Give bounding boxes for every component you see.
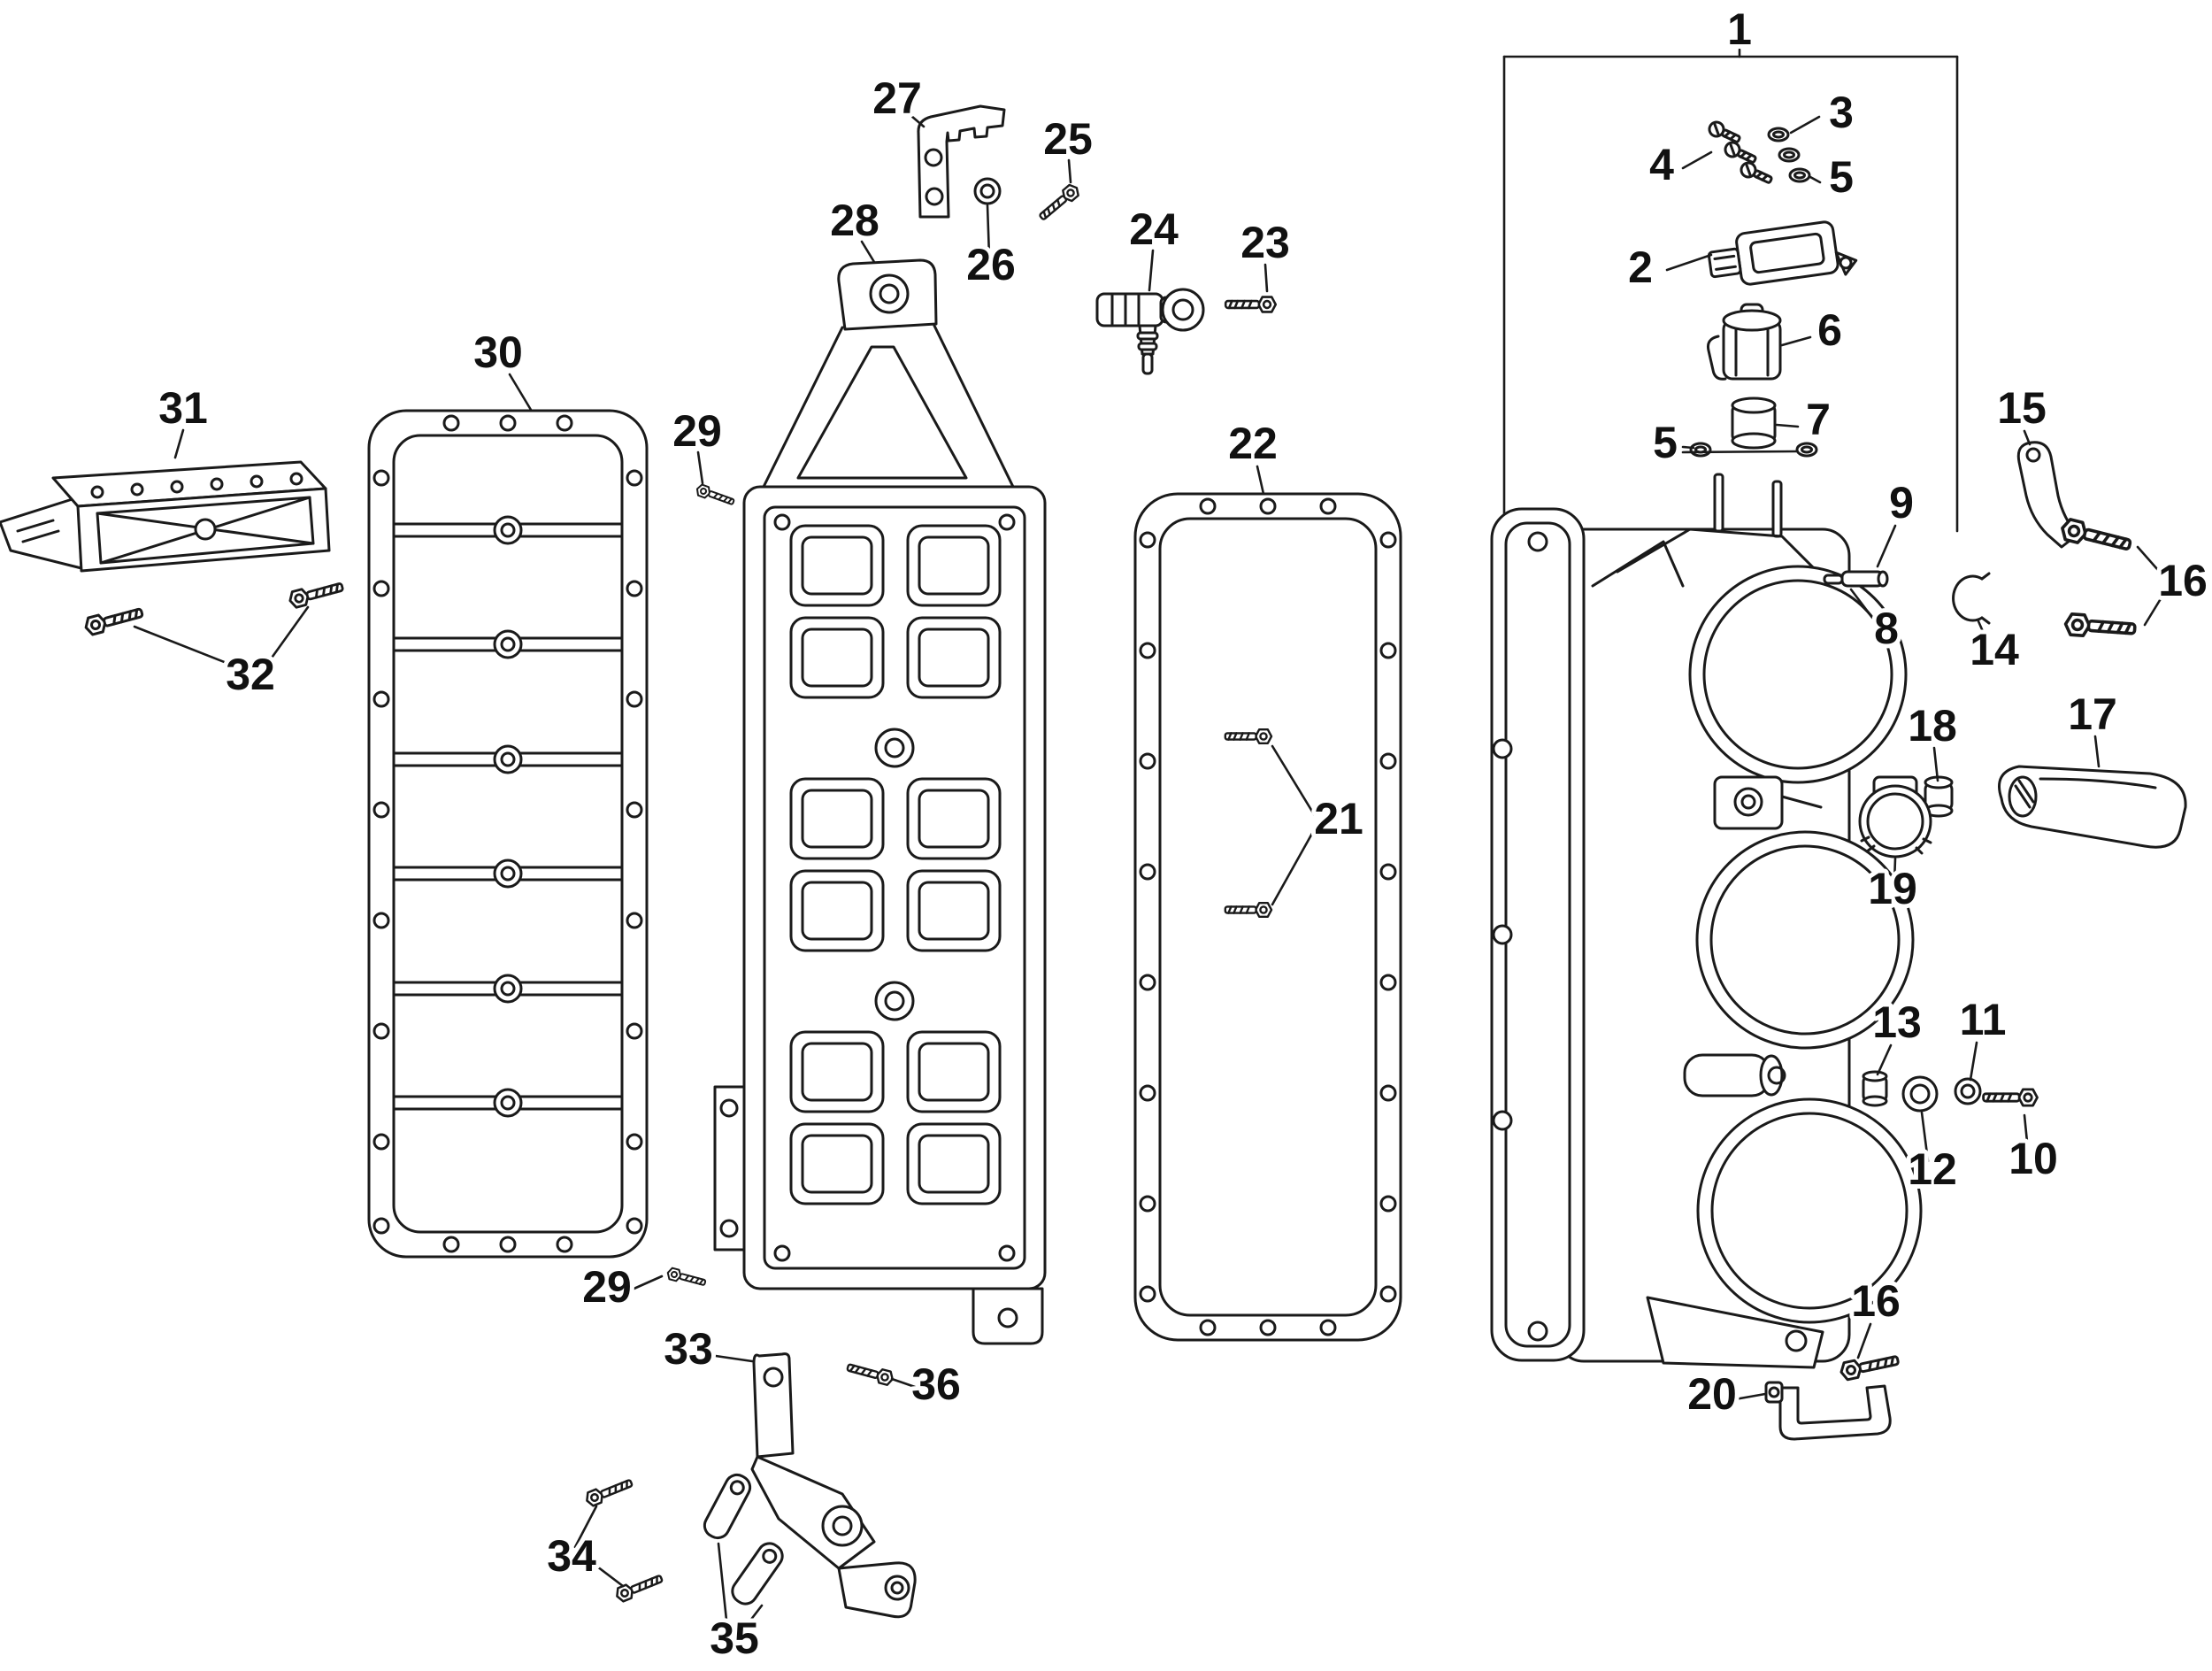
callout-18: 18: [1908, 701, 1957, 751]
callout-7: 7: [1806, 395, 1831, 444]
bolt-part-36: [845, 1359, 895, 1388]
callout-33: 33: [664, 1324, 713, 1374]
bolt-part-29-upper: [694, 482, 737, 509]
callout-16a: 16: [2158, 556, 2208, 605]
bolts-part-16-upper: [2058, 516, 2138, 641]
bracket-part-27: [917, 104, 1006, 219]
bolt-part-25: [1035, 181, 1083, 224]
bolt-part-23: [1224, 296, 1278, 313]
air-silencer-part-31: [0, 460, 331, 573]
callout-8: 8: [1874, 604, 1899, 653]
callout-3: 3: [1829, 88, 1854, 137]
boot-part-17: [1998, 765, 2187, 849]
spacer-part-7: [1731, 397, 1777, 450]
orings-parts-3-5: [1767, 127, 1811, 183]
callout-31: 31: [158, 383, 208, 433]
callout-36: 36: [911, 1359, 961, 1409]
callout-1: 1: [1727, 4, 1752, 54]
callout-11: 11: [1960, 995, 2007, 1044]
callout-25: 25: [1043, 114, 1093, 164]
clip-part-15: [2016, 441, 2079, 549]
sensor-part-2: [1707, 220, 1858, 286]
callout-10: 10: [2008, 1134, 2058, 1183]
leader-lines: [133, 114, 2166, 1630]
callout-30: 30: [473, 327, 523, 377]
washer-part-26: [973, 177, 1002, 205]
washer-part-11: [1954, 1077, 1982, 1105]
clamp-part-19: [1858, 775, 1932, 859]
callout-16b: 16: [1851, 1276, 1901, 1326]
intake-manifold-assembly: [1490, 473, 1923, 1369]
callout-34: 34: [547, 1531, 596, 1581]
reed-block-part-28: [713, 258, 1047, 1345]
callout-26: 26: [966, 240, 1016, 289]
callout-9: 9: [1889, 478, 1914, 527]
callout-2: 2: [1628, 243, 1653, 292]
clip-part-14: [1952, 572, 1991, 625]
callout-22: 22: [1228, 419, 1278, 468]
callout-15: 15: [1997, 383, 2047, 433]
callout-5a: 5: [1829, 152, 1854, 202]
callout-27: 27: [872, 73, 922, 123]
callout-12: 12: [1908, 1144, 1957, 1194]
callout-32: 32: [226, 650, 275, 699]
pin-parts-8-9: [1823, 570, 1889, 588]
callout-19: 19: [1868, 864, 1917, 913]
callout-28: 28: [830, 196, 879, 245]
callout-labels: 1 2 3 4 5 5 6 7 8 9 10 11 12 13 14 15 16…: [154, 0, 2212, 1667]
bushing-part-13: [1862, 1070, 1888, 1107]
grommet-part-12: [1901, 1075, 1939, 1113]
callout-4: 4: [1649, 140, 1674, 189]
bolts-part-32: [82, 577, 346, 637]
bracket-part-33: [750, 1352, 917, 1619]
callout-13: 13: [1872, 997, 1922, 1047]
callout-23: 23: [1240, 218, 1290, 267]
fitting-part-24: [1095, 288, 1205, 375]
callout-35: 35: [710, 1613, 759, 1663]
straps-part-35: [703, 1473, 784, 1606]
callout-29b: 29: [582, 1262, 632, 1312]
callout-17: 17: [2068, 689, 2117, 739]
screws-part-4: [1705, 118, 1776, 189]
bolt-part-29-lower: [665, 1266, 708, 1290]
callout-6: 6: [1817, 305, 1842, 355]
bolts-part-34: [583, 1475, 665, 1605]
bolt-part-16-lower: [1838, 1350, 1901, 1382]
callout-24: 24: [1129, 204, 1179, 254]
gasket-part-30: [367, 409, 649, 1259]
callout-21: 21: [1314, 794, 1363, 843]
callout-14: 14: [1970, 625, 2019, 674]
callout-29a: 29: [672, 406, 722, 456]
callout-5b: 5: [1653, 418, 1678, 467]
group-1-bracket-box: [1502, 48, 1959, 552]
bracket-part-20: [1764, 1381, 1892, 1441]
cap-part-6: [1707, 303, 1782, 381]
bolt-part-10: [1982, 1088, 2039, 1107]
callout-20: 20: [1687, 1369, 1737, 1419]
